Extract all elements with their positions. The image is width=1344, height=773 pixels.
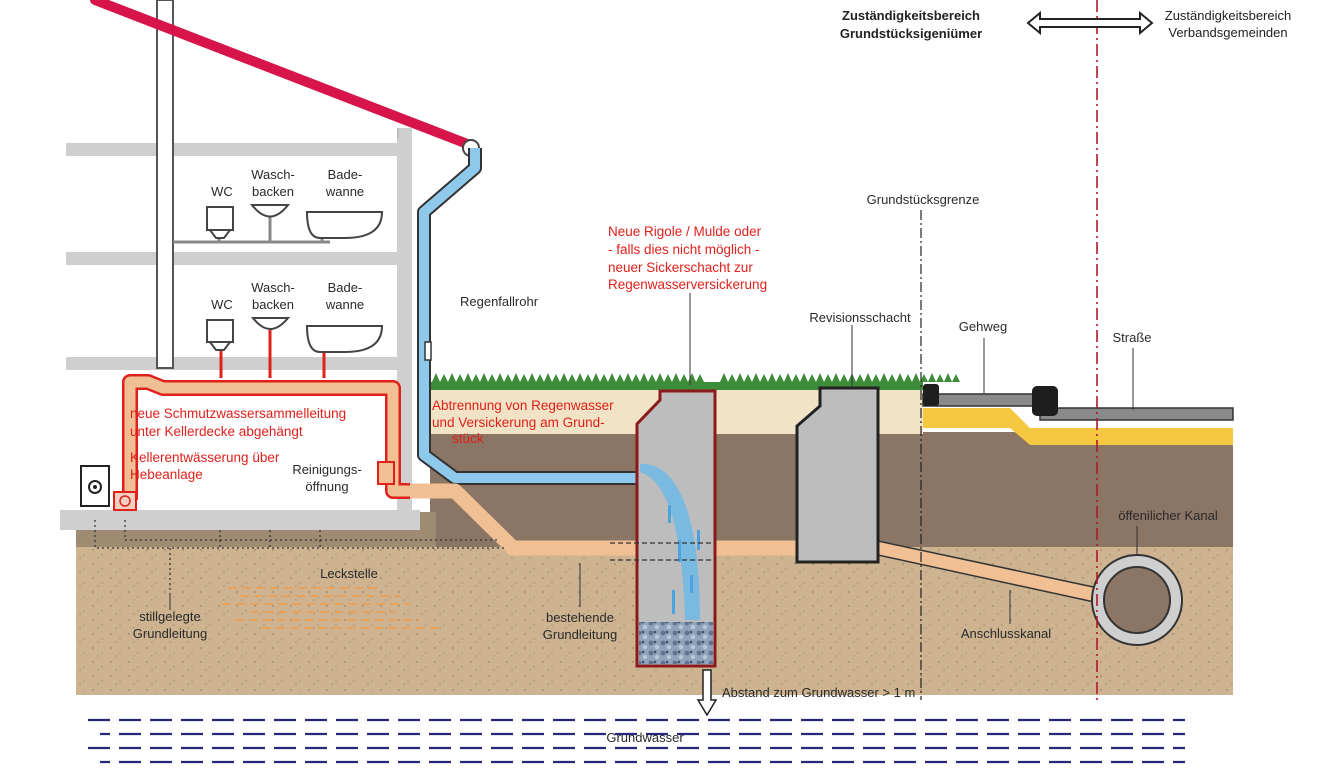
- cleaning-opening: [377, 461, 395, 485]
- label-disused-1: stillgelegte: [139, 609, 200, 624]
- vent-stack: [156, 0, 174, 369]
- label-clean-1: Reinigungs-: [292, 462, 361, 477]
- lifting-pump-icon: [119, 495, 131, 507]
- header-right-line2: Verbandsgemeinden: [1168, 25, 1287, 40]
- rain-downpipe-fill: [419, 148, 640, 483]
- water-drops: [668, 505, 700, 614]
- label-gw-distance: Abstand zum Grundwasser > 1 m: [722, 685, 915, 700]
- header-left-line1: Zuständigkeitsbereich: [842, 8, 980, 23]
- label-basin-lower-1: Wasch-: [251, 280, 295, 295]
- note-swale-3: neuer Sickerschacht zur: [608, 260, 753, 275]
- label-public-sewer: öffenilicher Kanal: [1118, 508, 1218, 523]
- label-tub-lower-1: Bade-: [328, 280, 363, 295]
- inspection-shaft: [795, 386, 880, 564]
- label-tub-upper-1: Bade-: [328, 167, 363, 182]
- lifting-pump: [113, 491, 137, 511]
- note-new-collector-2: unter Kellerdecke abgehängt: [130, 424, 303, 439]
- note-swale-1: Neue Rigole / Mulde oder: [608, 224, 762, 239]
- header-right-line1: Zuständigkeitsbereich: [1165, 8, 1291, 23]
- label-leak: Leckstelle: [320, 566, 378, 581]
- leader-lines: [169, 293, 1138, 624]
- note-new-collector-1: neue Schmutzwassersammelleitung: [130, 406, 346, 421]
- label-existing-1: bestehende: [546, 610, 614, 625]
- note-basement-1: Kellerentwässerung über: [130, 450, 280, 465]
- disused-lines: [94, 520, 505, 594]
- label-wc-lower: WC: [211, 297, 233, 312]
- label-inspection-shaft: Revisionsschacht: [809, 310, 911, 325]
- downpipe-clamp: [424, 341, 432, 361]
- label-street: Straße: [1112, 330, 1151, 345]
- label-groundwater: Grundwasser: [606, 730, 684, 745]
- label-tub-upper-2: wanne: [325, 184, 364, 199]
- grass-strip: [430, 382, 923, 390]
- public-sewer-core: [1103, 566, 1171, 634]
- responsibility-arrow: [1026, 10, 1154, 36]
- label-wc-upper: WC: [211, 184, 233, 199]
- label-connection: Anschlusskanal: [961, 626, 1051, 641]
- connection-pipe-edge: [877, 540, 1113, 606]
- label-downpipe: Regenfallrohr: [460, 294, 539, 309]
- note-basement-2: Hebeanlage: [130, 467, 203, 482]
- connection-pipe: [870, 540, 1118, 606]
- label-basin-upper-1: Wasch-: [251, 167, 295, 182]
- note-separation-2: und Versickerung am Grund-: [432, 415, 605, 430]
- roof-line: [90, 0, 475, 150]
- label-property-line: Grundstücksgrenze: [867, 192, 980, 207]
- label-tub-lower-2: wanne: [325, 297, 364, 312]
- grass-blades-2: [720, 373, 960, 382]
- label-existing-2: Grundleitung: [543, 627, 617, 642]
- note-separation-3: stück: [452, 431, 484, 446]
- groundwater-lines: [88, 718, 1185, 764]
- new-collector-pipe: [122, 374, 410, 500]
- fixtures-upper: [206, 204, 384, 239]
- note-separation-1: Abtrennung von Regenwasser: [432, 398, 614, 413]
- label-basin-upper-2: backen: [252, 184, 294, 199]
- note-swale-4: Regenwasserversickerung: [608, 277, 767, 292]
- label-disused-2: Grundleitung: [133, 626, 207, 641]
- curb-left: [923, 384, 939, 406]
- water-flow: [640, 463, 700, 620]
- pump-core: [93, 485, 97, 489]
- new-collector-pipe-fill: [124, 376, 410, 500]
- shaft-gravel: [639, 622, 713, 664]
- gw-distance-arrow: [696, 669, 718, 717]
- fixtures-lower: [206, 317, 384, 353]
- note-swale-2: - falls dies nicht möglich -: [608, 242, 760, 257]
- label-sidewalk: Gehweg: [959, 319, 1007, 334]
- label-basin-lower-2: backen: [252, 297, 294, 312]
- sidewalk-surface: [922, 393, 1036, 407]
- grass-blades: [432, 373, 704, 382]
- header-left-line2: Grundstücksigeniümer: [840, 26, 982, 41]
- label-clean-2: öffnung: [305, 479, 348, 494]
- street-surface: [1039, 407, 1234, 421]
- sidewalk-base: [923, 408, 1233, 445]
- curb-right: [1032, 386, 1058, 416]
- leak-streaks: [222, 587, 440, 629]
